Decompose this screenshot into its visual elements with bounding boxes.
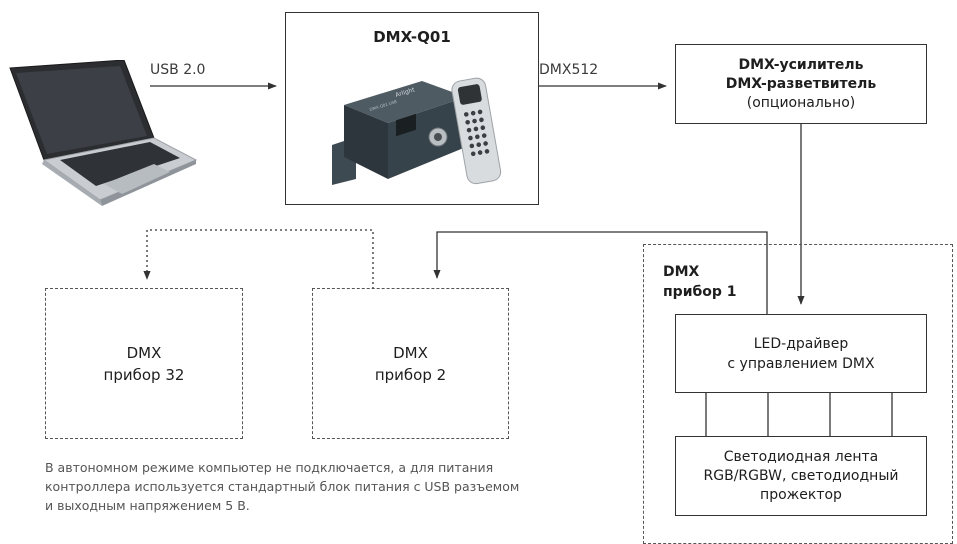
connection-lines (143, 82, 893, 436)
amplifier-box: DMX-усилитель DMX-разветвитель (опционал… (675, 44, 927, 124)
device2-to-device32-arrow (143, 229, 374, 289)
device32-box: DMX прибор 32 (45, 288, 243, 439)
led-driver-box: LED-драйвер с управлением DMX (675, 314, 927, 393)
usb-label: USB 2.0 (150, 62, 206, 78)
device1-label-line2: прибор 1 (663, 284, 737, 300)
footnote-line3: и выходным напряжением 5 В. (45, 498, 250, 513)
device1-label-line1: DMX (663, 264, 700, 280)
controller-box: DMX-Q01 Arlight DMX-Q01 USB (285, 12, 539, 205)
amplifier-line2: DMX-разветвитель (725, 75, 877, 92)
dmx512-label: DMX512 (539, 62, 599, 78)
driver-line1: LED-драйвер (753, 335, 849, 352)
footnote-line1: В автономном режиме компьютер не подключ… (45, 460, 494, 475)
device32-line2: прибор 32 (103, 365, 185, 384)
footnote-line2: контроллера используется стандартный бло… (45, 479, 520, 494)
amplifier-line1: DMX-усилитель (738, 56, 864, 73)
amplifier-line3: (опционально) (746, 94, 856, 111)
device2-box: DMX прибор 2 (312, 288, 509, 439)
driver-to-device2-arrow (433, 231, 768, 314)
controller-title: DMX-Q01 (373, 28, 451, 46)
strip-line1: Светодиодная лента (723, 448, 879, 465)
device32-line1: DMX (126, 343, 162, 362)
device2-line1: DMX (393, 343, 428, 362)
footnote: В автономном режиме компьютер не подключ… (45, 458, 519, 515)
device2-line2: прибор 2 (374, 365, 447, 384)
controller-device-image: Arlight DMX-Q01 USB (332, 77, 502, 185)
strip-line2: RGB/RGBW, светодиодный (703, 467, 899, 484)
strip-line3: прожектор (760, 486, 842, 503)
laptop-icon (9, 60, 198, 206)
led-strip-box: Светодиодная лента RGB/RGBW, светодиодны… (675, 436, 927, 516)
driver-line2: с управлением DMX (727, 355, 875, 372)
